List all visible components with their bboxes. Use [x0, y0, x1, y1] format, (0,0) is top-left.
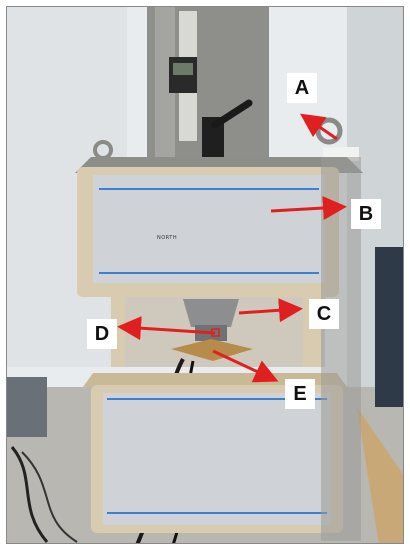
left-equipment — [7, 377, 47, 437]
lower-top-plate — [83, 373, 347, 387]
cable-left-2 — [21, 451, 78, 543]
arrow-a — [300, 113, 338, 141]
arrow-e — [212, 349, 279, 383]
callout-a: A — [287, 73, 317, 103]
lower-panel — [103, 393, 331, 525]
callout-d: D — [87, 319, 117, 349]
lever-handle — [211, 99, 253, 129]
front-label: NORTH — [157, 235, 178, 241]
upper-panel — [93, 175, 325, 283]
cable-left-1 — [10, 446, 49, 543]
callout-c: C — [309, 299, 339, 329]
callout-b: B — [351, 199, 381, 229]
pole-piece — [183, 299, 239, 327]
arrow-d-target — [211, 328, 220, 337]
instrument-photo: NORTH A B C D E — [6, 6, 404, 544]
cardboard — [357, 407, 403, 543]
instrument-illustration — [7, 7, 403, 543]
lever-base — [202, 117, 224, 157]
arrow-b — [270, 196, 347, 221]
column-highlight — [155, 7, 175, 157]
arrow-c — [238, 298, 303, 323]
callout-e: E — [285, 379, 315, 409]
arrow-d — [117, 316, 216, 341]
readout-screen — [173, 63, 193, 75]
right-rack — [375, 247, 403, 407]
sample-stage — [171, 339, 253, 361]
